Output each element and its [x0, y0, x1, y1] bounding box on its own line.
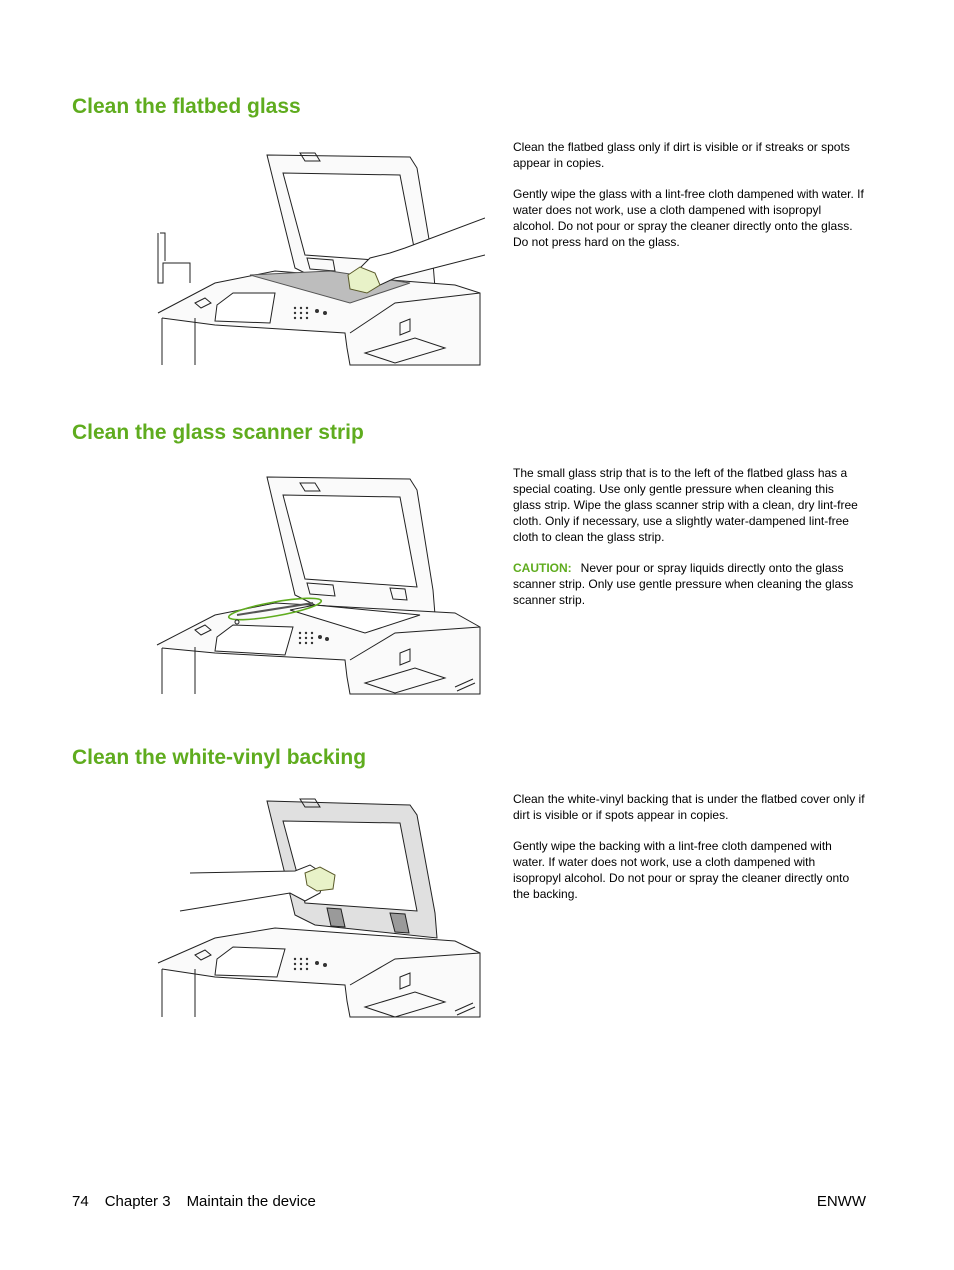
caution-note: CAUTION:Never pour or spray liquids dire…	[513, 560, 865, 608]
chapter-title: Maintain the device	[186, 1193, 316, 1210]
paragraph: Gently wipe the backing with a lint-free…	[513, 839, 850, 901]
section-heading-glass-scanner-strip: Clean the glass scanner strip	[72, 421, 364, 444]
paragraph: Clean the white-vinyl backing that is un…	[513, 792, 865, 822]
paragraph: Gently wipe the glass with a lint-free c…	[513, 187, 864, 249]
caution-text: Never pour or spray liquids directly ont…	[513, 561, 854, 607]
section-heading-white-vinyl-backing: Clean the white-vinyl backing	[72, 746, 367, 769]
page-footer-left: 74 Chapter 3 Maintain the device	[72, 1193, 316, 1210]
section-body-white-vinyl-backing: Clean the white-vinyl backing that is un…	[513, 791, 865, 917]
printer-white-vinyl-backing-illustration	[155, 793, 485, 1018]
caution-label: CAUTION:	[513, 561, 572, 575]
section-body-glass-scanner-strip: The small glass strip that is to the lef…	[513, 465, 865, 623]
printer-scanner-strip-illustration	[155, 465, 485, 695]
printer-flatbed-glass-illustration	[155, 143, 485, 368]
section-heading-flatbed-glass: Clean the flatbed glass	[72, 95, 301, 118]
page-footer-right: ENWW	[816, 1193, 866, 1210]
page-number: 74	[72, 1193, 89, 1210]
chapter-label: Chapter 3	[104, 1193, 171, 1210]
paragraph: The small glass strip that is to the lef…	[513, 466, 858, 544]
section-body-flatbed-glass: Clean the flatbed glass only if dirt is …	[513, 139, 865, 265]
paragraph: Clean the flatbed glass only if dirt is …	[513, 140, 850, 170]
